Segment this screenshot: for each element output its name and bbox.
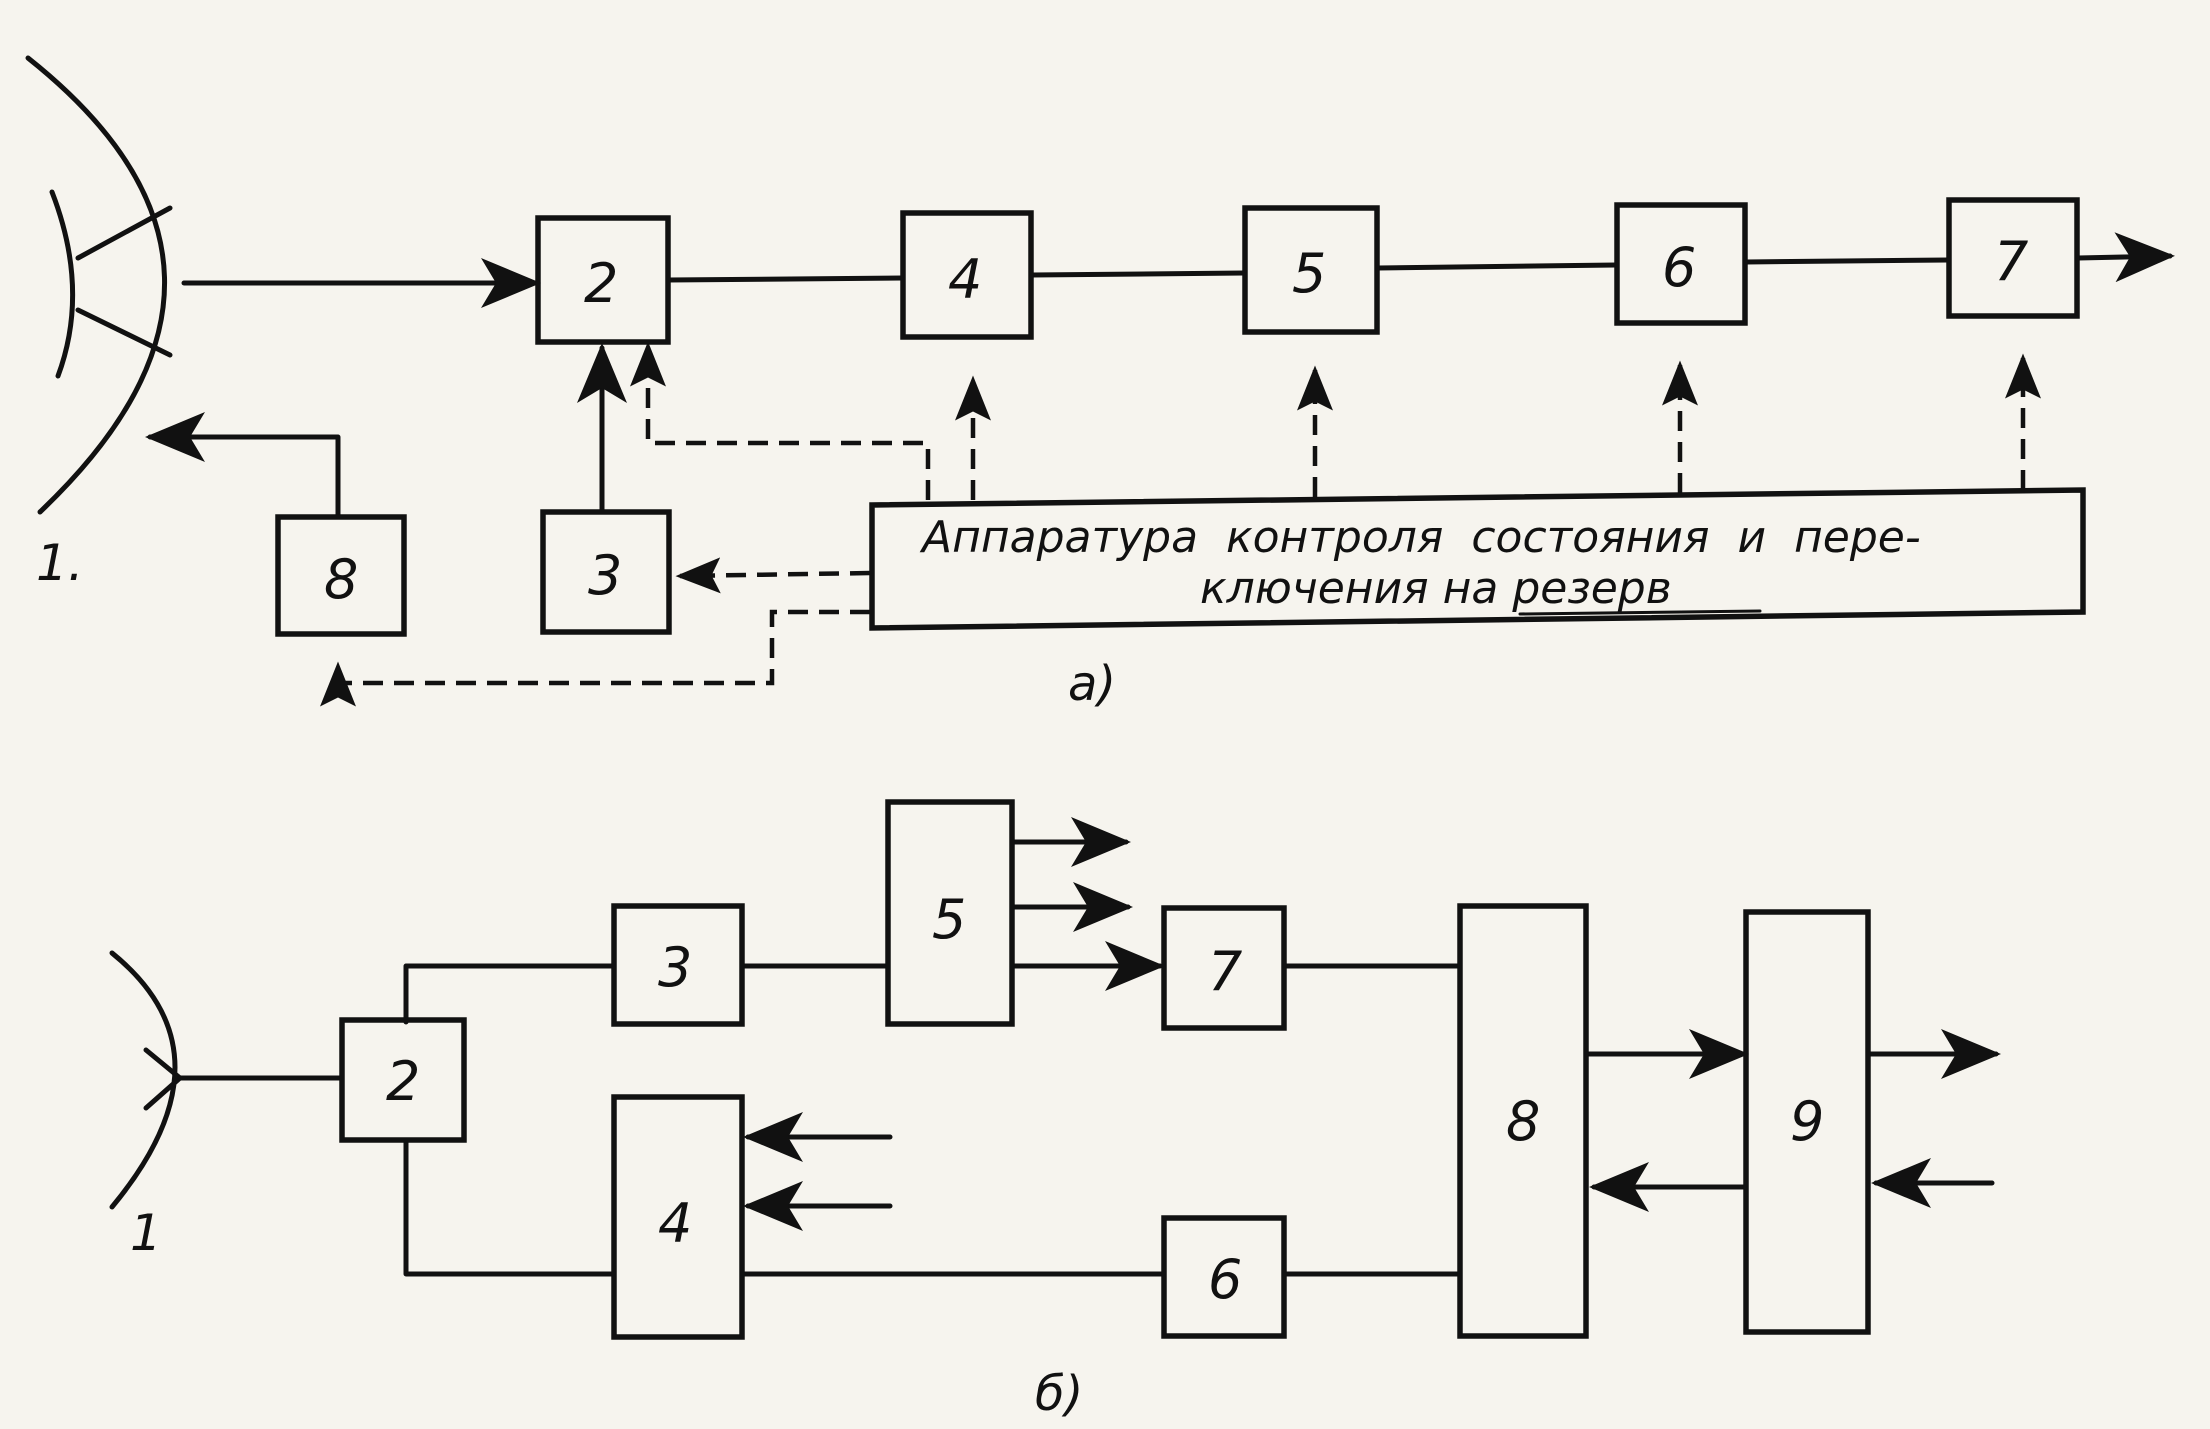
block-a-8-label: 8 <box>324 548 358 611</box>
control-apparatus-line2: ключения на резерв <box>1200 563 1672 614</box>
signal-line-4-to-5 <box>1029 270 1247 278</box>
block-b-9: 9 <box>1743 909 1871 1335</box>
signal-line-6-to-7 <box>1743 257 1951 265</box>
block-a-4: 4 <box>900 210 1034 340</box>
block-b-2-label: 2 <box>386 1050 420 1113</box>
block-a-8: 8 <box>275 514 407 637</box>
block-b-4-label: 4 <box>658 1192 692 1255</box>
antenna-b-label: 1 <box>130 1204 162 1262</box>
block-b-8-label: 8 <box>1506 1090 1540 1153</box>
control-line-to-8 <box>320 609 870 707</box>
block-b-6: 6 <box>1161 1215 1287 1339</box>
block-a-3: 3 <box>540 509 672 635</box>
block-b-9-label: 9 <box>1790 1090 1824 1153</box>
control-apparatus-box: Аппаратура контроля состояния и пере- кл… <box>869 487 2086 631</box>
block-a-7: 7 <box>1946 197 2080 319</box>
signal-line-5-to-6 <box>1375 262 1619 271</box>
line-2-to-3 <box>403 963 617 1025</box>
signal-line-2-to-4 <box>665 275 905 283</box>
block-b-3-label: 3 <box>658 936 692 999</box>
control-line-to-3 <box>675 557 871 594</box>
block-a-6: 6 <box>1614 202 1748 326</box>
diagram-b: 1 2 3 5 <box>109 799 2001 1422</box>
signal-line-output <box>2075 232 2175 283</box>
antenna-a-dish-icon <box>25 55 168 515</box>
block-b-7-label: 7 <box>1208 940 1242 1003</box>
block-b-3: 3 <box>611 903 745 1027</box>
control-line-to-2 <box>630 341 931 500</box>
block-a-6-label: 6 <box>1662 236 1696 299</box>
block-a-3-label: 3 <box>588 544 622 607</box>
block-b-7: 7 <box>1161 905 1287 1031</box>
caption-b: б) <box>1035 1366 1083 1422</box>
antenna-b-dish-icon <box>109 950 178 1210</box>
control-apparatus-line1: Аппаратура контроля состояния и пере- <box>919 512 1921 563</box>
block-a-7-label: 7 <box>1994 230 2028 293</box>
block-a-2: 2 <box>535 215 671 345</box>
block-b-5: 5 <box>885 799 1015 1027</box>
antenna-a-label: 1. <box>36 534 84 592</box>
block-a-2-label: 2 <box>584 252 618 315</box>
block-a-5: 5 <box>1242 205 1380 335</box>
caption-a: а) <box>1068 656 1116 712</box>
block-b-2: 2 <box>339 1017 467 1143</box>
block-b-5-label: 5 <box>932 888 966 951</box>
control-underline <box>1518 609 1762 616</box>
block-b-6-label: 6 <box>1208 1248 1242 1311</box>
block-b-8: 8 <box>1457 903 1589 1339</box>
block-a-4-label: 4 <box>948 248 982 311</box>
diagram-a: 1. 2 4 5 <box>25 55 2175 712</box>
block-a-5-label: 5 <box>1292 242 1326 305</box>
antenna-a-feed-icon <box>49 189 173 379</box>
line-2-to-4 <box>403 1137 617 1277</box>
line-8-to-antenna <box>145 412 341 519</box>
block-b-4: 4 <box>611 1094 745 1340</box>
